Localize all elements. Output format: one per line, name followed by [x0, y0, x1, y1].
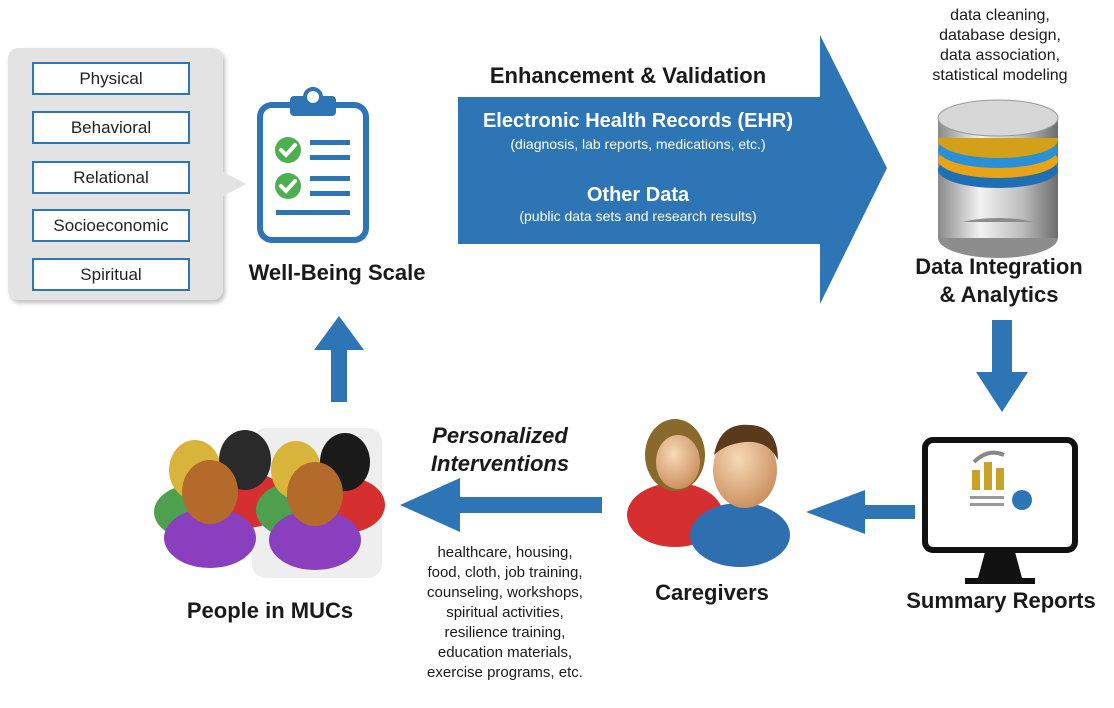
left-arrow-reports [806, 490, 915, 534]
intervention-item: education materials, [437, 644, 573, 661]
caregivers-label: Caregivers [655, 580, 769, 605]
dimension-spiritual: Spiritual [32, 258, 190, 291]
enhancement-validation-label: Enhancement & Validation [489, 63, 767, 88]
other-data-title: Other Data [586, 184, 690, 206]
monitor-icon [922, 437, 1078, 584]
personalized-interventions-label: Personalized Interventions [400, 422, 600, 478]
dimension-behavioral: Behavioral [32, 111, 190, 144]
analytics-task: database design, [939, 27, 1061, 44]
dimension-relational: Relational [32, 161, 190, 194]
analytics-task: statistical modeling [932, 67, 1068, 84]
intervention-item: resilience training, [444, 624, 566, 641]
interventions-list: healthcare, housing, food, cloth, job tr… [395, 543, 615, 683]
data-integration-label: Data Integration & Analytics [885, 253, 1113, 309]
summary-reports-label: Summary Reports [906, 588, 1096, 613]
people-group-icon [154, 428, 385, 578]
down-arrow [976, 320, 1028, 412]
dimension-physical: Physical [32, 62, 190, 95]
intervention-item: exercise programs, etc. [427, 664, 583, 681]
dimension-socioeconomic: Socioeconomic [32, 209, 190, 242]
data-integration-line1: Data Integration [915, 254, 1083, 279]
left-arrow-interventions [400, 478, 602, 532]
personalized-line1: Personalized [432, 423, 568, 448]
ehr-subtitle: (diagnosis, lab reports, medications, et… [510, 136, 766, 152]
clipboard-icon [257, 87, 369, 243]
analytics-task: data cleaning, [950, 7, 1050, 24]
caregivers-icon [627, 419, 790, 567]
big-right-arrow [458, 35, 887, 304]
people-in-mucs-label: People in MUCs [186, 598, 354, 623]
analytics-task: data association, [939, 47, 1061, 64]
analytics-tasks: data cleaning, database design, data ass… [900, 6, 1100, 86]
data-integration-line2: & Analytics [939, 282, 1059, 307]
ehr-title: Electronic Health Records (EHR) [482, 110, 794, 132]
well-being-scale-label: Well-Being Scale [248, 260, 426, 285]
up-arrow [314, 316, 364, 402]
panel-pointer [220, 170, 246, 198]
intervention-item: spiritual activities, [446, 604, 564, 621]
personalized-line2: Interventions [430, 451, 570, 476]
other-data-subtitle: (public data sets and research results) [519, 208, 757, 224]
intervention-item: counseling, workshops, [427, 584, 583, 601]
intervention-item: food, cloth, job training, [427, 564, 583, 581]
intervention-item: healthcare, housing, [437, 544, 573, 561]
database-icon [937, 99, 1059, 258]
